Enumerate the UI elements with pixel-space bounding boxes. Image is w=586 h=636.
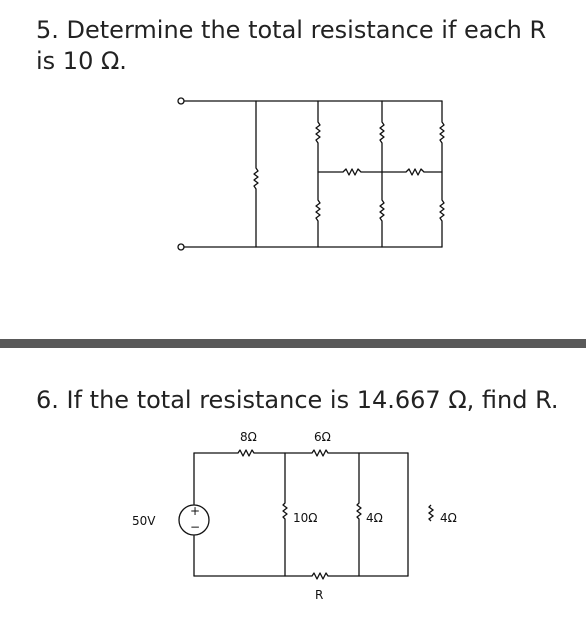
c2-wires [193,449,409,580]
c2-resistor-4b [427,504,435,522]
c2-top-rail [193,449,409,457]
c2-label-8ohm: 8Ω [240,430,257,444]
c1-resistor-col1 [253,100,259,248]
c2-bottom-rail [193,572,409,580]
c1-wires [177,97,445,251]
c2-label-4ohm-a: 4Ω [366,511,383,525]
c2-label-10ohm: 10Ω [293,511,317,525]
c2-source-minus: − [190,520,200,534]
c2-voltage-source [178,504,210,536]
c2-resistor-10-branch [282,452,288,577]
c2-label-R: R [315,588,323,602]
c2-resistor-4a-branch [356,452,362,577]
question-6-text: 6. If the total resistance is 14.667 Ω, … [36,386,559,414]
c1-resistor-mid1 [317,168,383,176]
c1-resistor-mid2 [381,168,443,176]
c2-label-6ohm: 6Ω [314,430,331,444]
c2-label-4ohm-b: 4Ω [440,511,457,525]
c2-source-plus: + [190,504,200,518]
question-5-text: 5. Determine the total resistance if eac… [36,16,547,75]
section-divider [0,339,586,348]
c2-source-label: 50V [132,514,156,528]
